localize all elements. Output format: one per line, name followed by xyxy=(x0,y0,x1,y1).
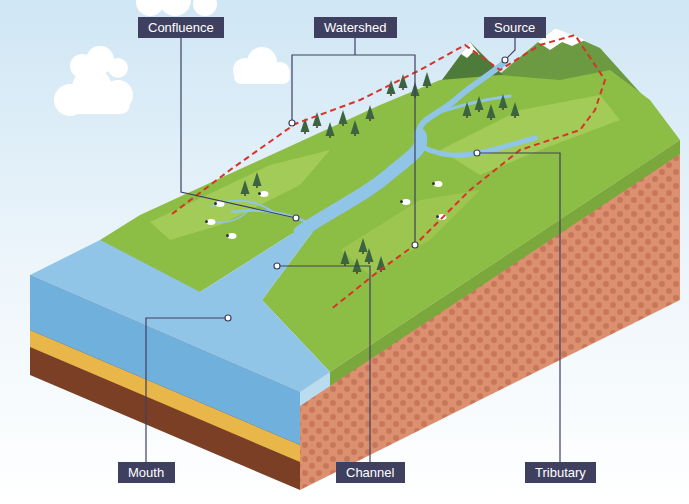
leader-line xyxy=(354,38,355,55)
tree xyxy=(366,105,375,121)
leader-dot xyxy=(293,215,299,221)
leader-line xyxy=(477,153,560,462)
label-text: Watershed xyxy=(324,20,387,35)
tree xyxy=(423,72,432,88)
label-box: Source xyxy=(484,17,546,38)
leader-dot xyxy=(474,150,480,156)
sheep xyxy=(432,181,443,187)
tree xyxy=(499,94,508,110)
cloud-puff xyxy=(108,58,128,78)
tributary-stream xyxy=(440,96,510,112)
sheep xyxy=(258,191,269,197)
field xyxy=(340,190,480,275)
cloud xyxy=(233,47,290,84)
cloud xyxy=(136,0,217,16)
sea xyxy=(30,222,330,392)
tree xyxy=(339,110,348,126)
leader-dot xyxy=(289,120,295,126)
label-box: Mouth xyxy=(118,462,175,483)
sheep xyxy=(226,233,237,239)
leader-dot xyxy=(274,263,280,269)
cloud-puff xyxy=(60,96,130,114)
leader-dot xyxy=(412,242,418,248)
tree xyxy=(475,96,484,112)
cloud xyxy=(54,46,133,116)
leader-line xyxy=(505,38,515,60)
label-text: Confluence xyxy=(148,20,214,35)
tree xyxy=(351,120,360,136)
sheep xyxy=(400,199,411,205)
cloud-puff xyxy=(234,70,290,84)
tree xyxy=(359,238,368,254)
tree xyxy=(253,172,262,188)
leader-lines xyxy=(146,38,560,462)
tributary-stream xyxy=(214,209,250,222)
leader-dot xyxy=(225,315,231,321)
tree xyxy=(326,122,335,138)
leader-line xyxy=(146,318,228,462)
field xyxy=(440,95,620,175)
tree xyxy=(463,102,472,118)
tree xyxy=(487,104,496,120)
label-text: Channel xyxy=(346,465,395,480)
river-channel xyxy=(300,135,421,232)
cloud-puff xyxy=(159,0,191,16)
label-box: Watershed xyxy=(314,17,397,38)
label-text: Tributary xyxy=(535,465,586,480)
label-box: Confluence xyxy=(138,17,224,38)
leader-line xyxy=(277,266,370,462)
leader-line xyxy=(292,55,415,245)
tree xyxy=(313,112,322,128)
label-text: Mouth xyxy=(128,465,165,480)
label-text: Source xyxy=(494,20,536,35)
tree xyxy=(341,250,350,266)
label-box: Channel xyxy=(336,462,405,483)
leader-dot xyxy=(502,57,508,63)
snow-cap xyxy=(461,42,480,58)
tree xyxy=(511,102,520,118)
leader-line xyxy=(181,38,296,218)
label-box: Tributary xyxy=(525,462,596,483)
sheep xyxy=(205,219,216,225)
leader-dots xyxy=(225,57,508,321)
cloud-puff xyxy=(193,0,217,16)
tree xyxy=(241,180,250,196)
watershed-line xyxy=(172,35,605,310)
